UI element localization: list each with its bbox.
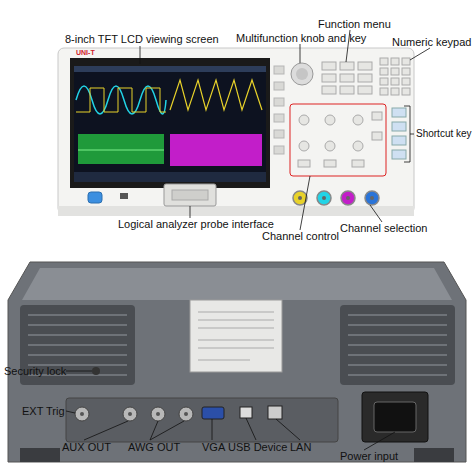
logic-probe-slot <box>172 190 208 200</box>
callout-label: Function menu <box>318 18 391 30</box>
callout-label: Security lock <box>4 365 66 377</box>
channel-control-knobs <box>298 112 382 167</box>
callout-label: Channel control <box>262 230 339 242</box>
channel-control-frame <box>290 104 386 176</box>
rear-bnc-connectors <box>75 407 193 421</box>
callout-label: Channel selection <box>340 222 427 234</box>
lcd-screen <box>74 66 266 182</box>
cyan-waveform <box>76 86 166 114</box>
green-trace <box>78 150 164 151</box>
magenta-band <box>170 134 262 166</box>
multifunction-knob <box>291 63 313 85</box>
callout-label: AWG OUT <box>128 441 180 453</box>
lcd-bezel <box>70 58 270 188</box>
side-buttons <box>274 66 284 154</box>
yellow-waveform <box>76 88 166 112</box>
callout-label: Power input <box>340 450 398 462</box>
rear-foot <box>414 448 454 462</box>
front-body <box>58 48 414 214</box>
logic-probe-port <box>164 184 216 206</box>
power-socket <box>374 402 416 432</box>
power-button <box>88 192 102 203</box>
rear-top-edge <box>22 268 452 300</box>
knob-cap <box>296 68 308 80</box>
shortcut-keys <box>392 108 406 159</box>
numeric-keypad <box>380 58 410 95</box>
callout-label: Multifunction knob and key <box>236 32 366 44</box>
lan-port <box>268 406 282 419</box>
leader-lines <box>66 30 430 450</box>
callout-label: Logical analyzer probe interface <box>118 218 274 230</box>
warning-plate-text-lines <box>198 312 274 360</box>
power-socket-housing <box>362 392 428 442</box>
callout-label: LAN <box>290 441 311 453</box>
usb-device-port <box>240 407 252 418</box>
callout-label: EXT Trig <box>22 405 65 417</box>
callout-label: USB Device <box>228 441 287 453</box>
rear-bnc-centres <box>80 412 188 416</box>
security-lock-slot <box>92 367 100 375</box>
rear-body <box>8 262 466 462</box>
callout-label: VGA <box>202 441 225 453</box>
bnc-centres <box>298 196 374 200</box>
callout-label: Shortcut key <box>416 128 472 139</box>
yellow-waveform <box>170 80 262 110</box>
function-menu-keys <box>322 62 372 94</box>
connector-panel <box>66 398 338 442</box>
callout-label: AUX OUT <box>62 441 111 453</box>
callout-label: 8-inch TFT LCD viewing screen <box>65 33 219 45</box>
screen-footer <box>74 172 266 182</box>
rear-foot <box>20 448 60 462</box>
vga-port <box>202 407 224 419</box>
screen-status-bar <box>74 66 266 72</box>
usb-port <box>120 193 128 199</box>
brand-logo: UNI-T <box>76 49 95 57</box>
front-base <box>58 206 414 216</box>
warning-plate <box>190 300 282 372</box>
callout-label: Numeric keypad <box>392 36 471 48</box>
green-band <box>78 134 164 164</box>
